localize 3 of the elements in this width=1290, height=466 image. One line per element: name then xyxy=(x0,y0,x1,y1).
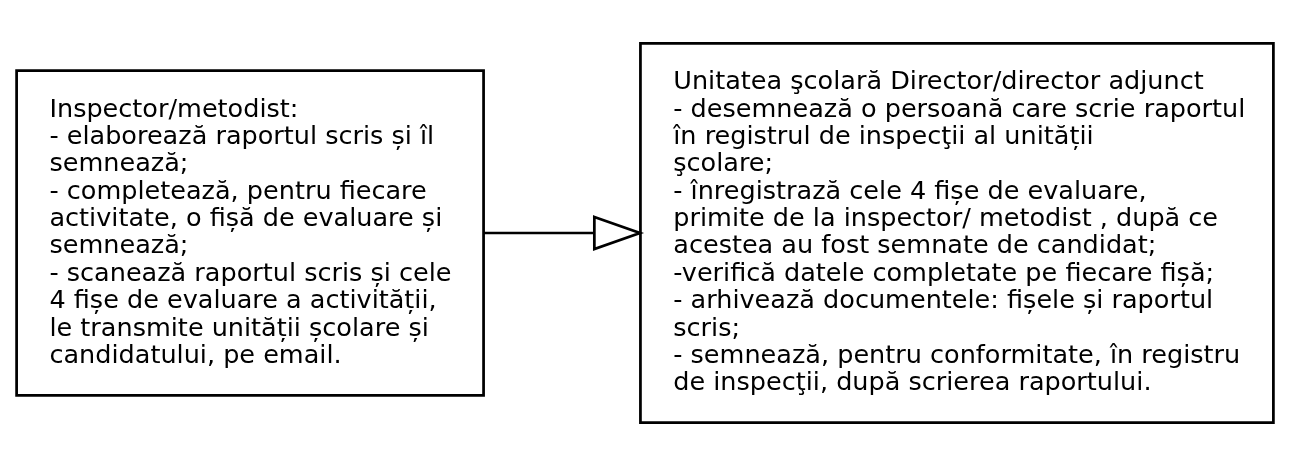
node-box: Inspector/metodist: - elaborează raportul scris și îl semnează; - completează, pentru fiecare activitate, o fișă de evaluare și semnează; - scanează raportul scris și cele 4 fișe de evaluare a activității, le transmite unității școlare și candidatului, pe email. xyxy=(15,69,485,397)
node-box: Unitatea şcolară Director/director adjunct - desemnează o persoană care scrie raportul în registrul de inspecţii al unității şcolare; - înregistrază cele 4 fișe de evaluare, primite de la inspector/ metodist , după ce acestea au fost semnate de candidat; -verifică datele completate pe fiecare fișă; - arhivează documentele: fișele și raportul scris; - semnează, pentru conformitate, în registru de inspecţii, după scrierea raportului. xyxy=(639,41,1275,425)
arrow xyxy=(483,215,645,251)
